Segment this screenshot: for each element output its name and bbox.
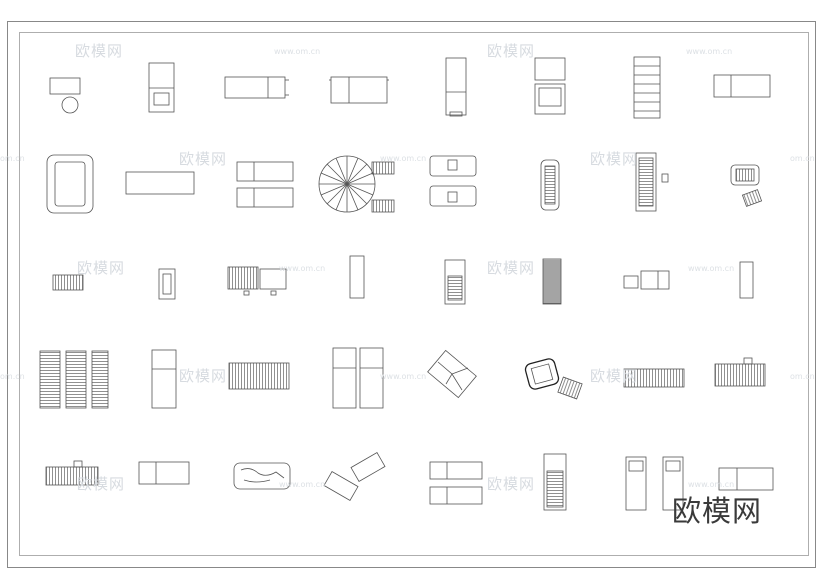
round-table-with-loungers	[318, 155, 395, 213]
lounger-block-r4c2	[151, 349, 177, 409]
brand-logo-text: 欧模网	[672, 494, 763, 528]
lounger-block-r5c4	[323, 452, 386, 501]
lounger-block-r5c2	[138, 461, 190, 485]
lounger-block-r1c2	[148, 62, 175, 113]
lounger-block-r2c1	[46, 154, 94, 214]
lounger-block-r1c7	[633, 56, 661, 119]
lounger-block-r1c8	[713, 74, 771, 98]
lounger-block-r3c1	[52, 274, 84, 291]
lounger-block-r2c5	[429, 155, 477, 207]
lounger-block-r4c6	[524, 358, 583, 400]
lounger-block-r2c8	[730, 164, 763, 207]
lounger-block-r5c6	[543, 453, 567, 511]
lounger-block-r4c1	[39, 350, 109, 409]
outer-frame	[7, 21, 816, 568]
lounger-block-r3c8	[739, 261, 754, 299]
lounger-block-r2c7	[635, 152, 669, 212]
inner-frame	[19, 32, 809, 556]
lounger-block-r5c7	[625, 456, 684, 511]
lounger-block-r3c6	[542, 258, 562, 305]
lounger-block-r1c3	[224, 76, 289, 99]
lounger-block-r5c5	[429, 461, 483, 505]
lounger-block-r1c4	[329, 76, 389, 104]
lounger-block-r2c3	[236, 161, 294, 208]
lounger-block-r4c8	[714, 357, 766, 387]
lounger-block-r1c1	[49, 77, 81, 114]
lounger-block-r3c7	[623, 270, 670, 290]
lounger-block-r5c8	[718, 467, 774, 491]
lounger-block-r5c1	[45, 460, 99, 486]
lounger-block-r3c2	[158, 268, 176, 300]
lounger-block-r1c6	[534, 57, 566, 115]
lounger-block-r4c4	[332, 347, 384, 409]
lounger-block-r3c4	[349, 255, 365, 299]
lounger-block-r2c2	[125, 171, 195, 195]
lounger-block-r3c5	[444, 259, 466, 305]
lounger-block-r5c3	[233, 462, 291, 490]
lounger-block-r4c3	[228, 362, 290, 390]
lounger-block-r2c6	[540, 159, 560, 211]
lounger-block-r3c3	[227, 266, 287, 296]
lounger-block-r1c5	[445, 57, 467, 117]
lounger-block-r4c7	[623, 368, 685, 388]
lounger-block-r4c5	[427, 349, 477, 399]
